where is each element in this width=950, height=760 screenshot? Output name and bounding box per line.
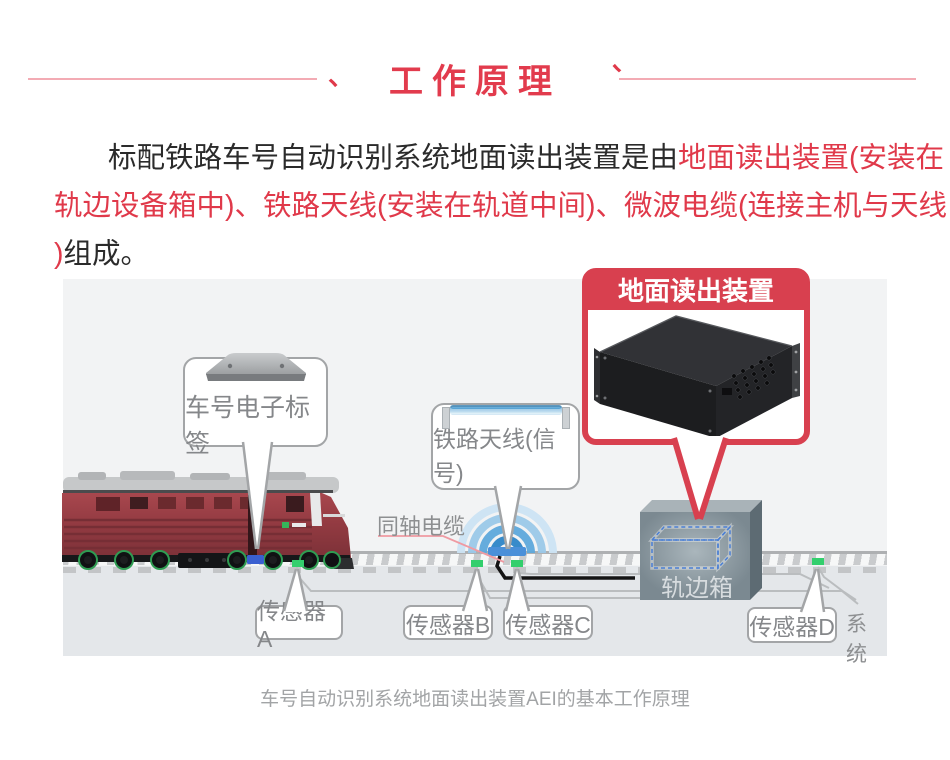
sensor-c-callout: 传感器C [503, 605, 593, 640]
sensor-c-label: 传感器C [505, 611, 591, 638]
antenna-bracket-left [441, 407, 450, 429]
figure-caption: 车号自动识别系统地面读出装置AEI的基本工作原理 [260, 689, 690, 710]
mounted-tag [247, 555, 264, 564]
track-ties [63, 554, 887, 565]
intro-paragraph: 标配铁路车号自动识别系统地面读出装置是由地面读出装置(安装在 轨边设备箱中)、铁… [54, 134, 947, 278]
paragraph-line-3: )组成。 [54, 230, 896, 278]
track-antenna [488, 547, 526, 556]
paragraph-highlight: ) [54, 238, 64, 270]
trackside-box-label: 轨边箱 [661, 575, 733, 602]
system-label: 系统 [846, 613, 867, 666]
antenna-callout: 铁路天线(信号) [431, 403, 580, 490]
callout-pointers [241, 436, 826, 613]
reader-callout-title: 地面读出装置 [587, 273, 805, 310]
sensor-b-marker [471, 560, 483, 567]
tag-label: 车号电子标签 [185, 394, 311, 458]
coax-pointer-line [378, 535, 505, 563]
antenna-label: 铁路天线(信号) [433, 426, 556, 486]
title-tick-left: 、 [328, 61, 355, 91]
coax-cable-label: 同轴电缆 [377, 514, 466, 539]
title-divider-right [619, 78, 916, 80]
sensor-a-marker [292, 560, 304, 567]
reader-device-icon [594, 315, 800, 438]
tag-callout: 车号电子标签 [183, 353, 328, 458]
paragraph-text: 组成。 [63, 238, 150, 270]
sensor-d-label: 传感器D [749, 614, 835, 640]
title-divider-left [28, 78, 317, 80]
paragraph-line-2: 轨边设备箱中)、铁路天线(安装在轨道中间)、微波电缆(连接主机与天线 [54, 182, 947, 230]
rfid-tag-icon [205, 353, 306, 381]
coax-cable-line [495, 555, 635, 580]
antenna-icon [441, 405, 570, 429]
paragraph-highlight: 轨边设备箱中)、铁路天线(安装在轨道中间)、微波电缆(连接主机与天线 [54, 190, 947, 222]
reader-device-image [588, 310, 804, 440]
sensor-c-marker [511, 560, 523, 567]
paragraph-text: 标配铁路车号自动识别系统地面读出装置是由 [108, 142, 679, 174]
sensor-b-label: 传感器B [405, 611, 491, 638]
paragraph-highlight: 地面读出装置(安装在 [678, 142, 945, 174]
sensor-d-callout: 传感器D [747, 607, 837, 643]
title-tick-right: 、 [596, 60, 623, 90]
antenna-bracket-right [561, 407, 570, 429]
page-title: 工作原理 [389, 63, 561, 101]
aei-diagram: 轨边箱 车号电子标签 铁路天线(信号) 传感器A 传感器B 传感器C [62, 268, 887, 666]
sensor-d-marker [812, 558, 824, 565]
paragraph-line-1: 标配铁路车号自动识别系统地面读出装置是由地面读出装置(安装在 [54, 134, 944, 182]
